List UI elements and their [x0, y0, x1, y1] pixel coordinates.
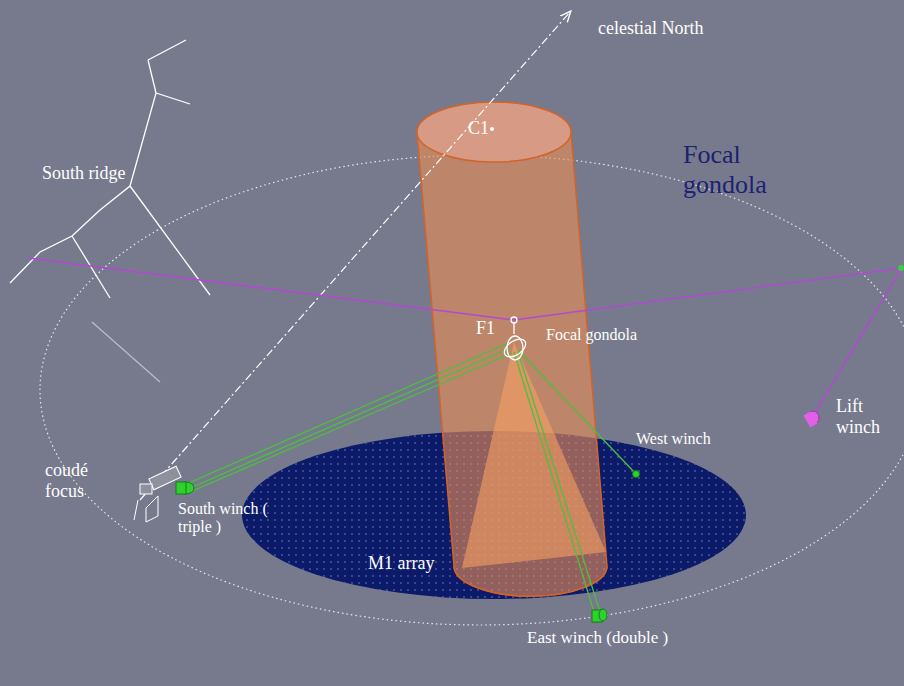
cylinder-c1 [417, 102, 607, 596]
part-label: South winch ( triple ) [178, 500, 278, 537]
part-label: South ridge [42, 163, 126, 184]
focal-gondola [501, 317, 529, 361]
part-label: Lift winch [836, 396, 886, 437]
part-label: Focal gondola [683, 140, 813, 200]
south-ridge [10, 40, 210, 382]
part-label: F1 [476, 318, 495, 339]
west-winch [633, 471, 640, 478]
part-label: East winch (double ) [527, 628, 668, 648]
east-winch [592, 609, 607, 622]
polar-axis [140, 12, 570, 500]
south-winch [176, 482, 194, 494]
gondola-cable [28, 258, 902, 416]
winch-cable [182, 343, 636, 612]
lift-winch [803, 411, 819, 428]
part-label: M1 array [368, 553, 434, 574]
part-label: coudé focus [45, 460, 115, 501]
axis-label: celestial North [598, 18, 703, 39]
part-label: West winch [636, 430, 711, 448]
coude-instrument [134, 466, 181, 522]
part-label: C1 [468, 118, 489, 139]
part-label: Focal gondola [546, 326, 637, 344]
